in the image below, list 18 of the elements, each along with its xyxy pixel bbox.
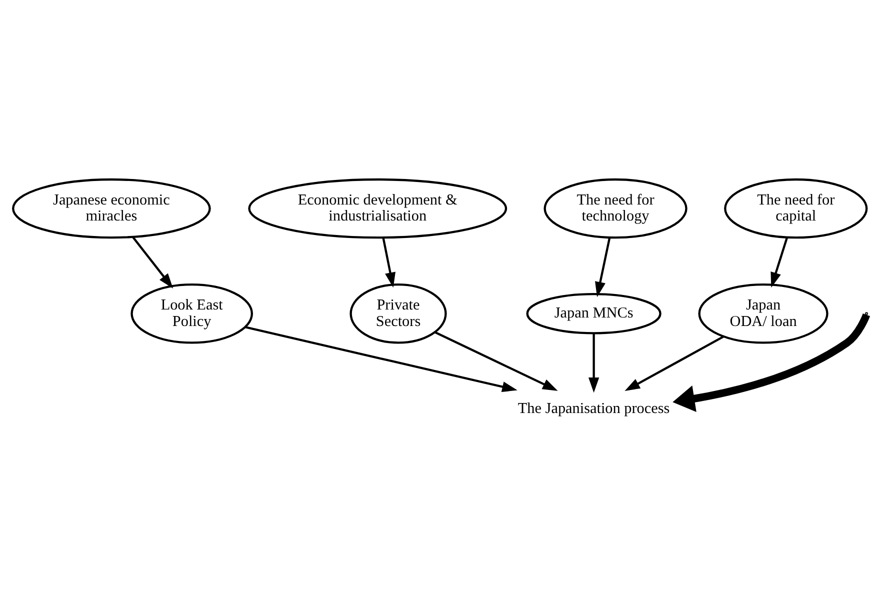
arrow <box>588 333 600 392</box>
arrow <box>624 335 724 391</box>
node-ellipse: Japanese economic miracles <box>12 178 211 238</box>
node-ellipse: Economic development & industrialisation <box>248 178 508 238</box>
node-ellipse: Japan MNCs <box>526 292 662 334</box>
arrow <box>132 236 174 288</box>
node-ellipse: The need for capital <box>724 178 868 238</box>
arrow <box>672 312 870 412</box>
node-text: The Japanisation process <box>518 400 670 417</box>
node-ellipse: The need for technology <box>544 178 688 238</box>
node-ellipse: Look East Policy <box>130 283 254 344</box>
node-ellipse: Private Sectors <box>350 283 447 344</box>
arrow <box>434 330 558 390</box>
node-ellipse: Japan ODA/ loan <box>698 283 828 344</box>
arrow <box>770 236 788 288</box>
arrow <box>244 326 518 392</box>
arrow <box>595 237 611 297</box>
arrow <box>382 237 396 288</box>
